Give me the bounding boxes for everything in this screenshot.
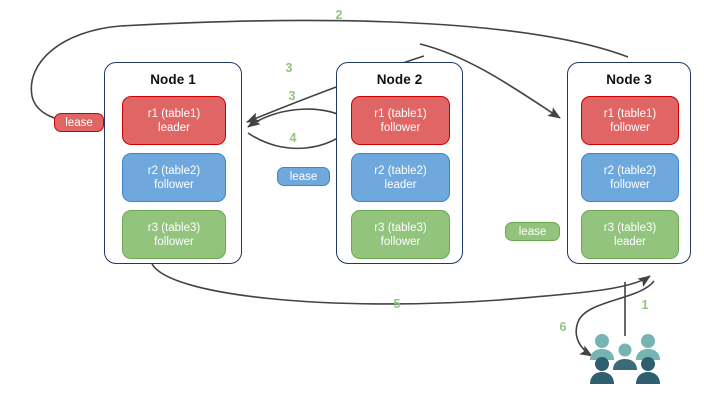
step-label-6: 6 — [559, 320, 567, 334]
replica-role: leader — [614, 235, 646, 248]
replica-role: follower — [380, 121, 421, 134]
replica-name: r2 (table2) — [374, 164, 427, 177]
person-body-front-right — [636, 372, 660, 384]
step-label-4: 4 — [289, 131, 297, 145]
node-3-container[interactable]: Node 3 r1 (table1) follower r2 (table2) … — [567, 62, 691, 264]
node-1-container[interactable]: Node 1 r1 (table1) leader r2 (table2) fo… — [104, 62, 242, 264]
node-3-title: Node 3 — [606, 72, 652, 87]
replica-name: r1 (table1) — [374, 107, 427, 120]
person-head-back-right — [641, 334, 655, 348]
node-1-title: Node 1 — [150, 72, 196, 87]
person-body-back-left — [590, 349, 614, 360]
replica-role: leader — [158, 121, 190, 134]
lease-green[interactable]: lease — [505, 222, 560, 241]
replica-name: r3 (table3) — [374, 221, 427, 234]
node-3-replica-r3[interactable]: r3 (table3) leader — [581, 210, 679, 259]
person-body-back-right — [636, 349, 660, 360]
lease-label: lease — [289, 170, 318, 183]
step-label-3a: 3 — [285, 61, 293, 75]
replica-role: follower — [154, 235, 194, 248]
person-head-front-left — [595, 357, 609, 371]
replica-role: follower — [154, 178, 194, 191]
step-label-2: 2 — [335, 8, 343, 22]
node-3-replica-r2[interactable]: r2 (table2) follower — [581, 153, 679, 202]
lease-red[interactable]: lease — [54, 113, 104, 132]
lease-label: lease — [65, 116, 93, 129]
step-label-3b: 3 — [288, 89, 296, 103]
person-head-back-left — [595, 334, 609, 348]
node-3-replica-r1[interactable]: r1 (table1) follower — [581, 96, 679, 145]
replica-name: r3 (table3) — [603, 221, 657, 234]
replica-name: r2 (table2) — [603, 164, 657, 177]
lease-label: lease — [518, 225, 547, 238]
replica-name: r1 (table1) — [147, 107, 201, 120]
replica-role: leader — [384, 178, 417, 191]
replica-name: r1 (table1) — [603, 107, 657, 120]
replica-role: follower — [610, 121, 650, 134]
person-head-back-center — [618, 343, 632, 357]
node-2-title: Node 2 — [376, 72, 423, 87]
node-2-container[interactable]: Node 2 r1 (table1) follower r2 (table2) … — [336, 62, 463, 264]
node-1-replica-r2[interactable]: r2 (table2) follower — [122, 153, 226, 202]
lease-blue[interactable]: lease — [277, 167, 330, 186]
step-label-5: 5 — [393, 297, 401, 311]
node-2-replica-r1[interactable]: r1 (table1) follower — [351, 96, 450, 145]
replica-role: follower — [380, 235, 421, 248]
node-1-replica-r3[interactable]: r3 (table3) follower — [122, 210, 226, 259]
node-1-replica-r1[interactable]: r1 (table1) leader — [122, 96, 226, 145]
person-body-front-left — [590, 372, 614, 384]
replica-name: r3 (table3) — [147, 221, 201, 234]
step-label-1: 1 — [641, 298, 649, 312]
person-head-front-right — [641, 357, 655, 371]
node-2-replica-r2[interactable]: r2 (table2) leader — [351, 153, 450, 202]
replica-name: r2 (table2) — [147, 164, 201, 177]
node-2-replica-r3[interactable]: r3 (table3) follower — [351, 210, 450, 259]
clients-people-icon — [590, 334, 660, 384]
replica-role: follower — [610, 178, 650, 191]
person-body-front-center — [613, 359, 637, 370]
